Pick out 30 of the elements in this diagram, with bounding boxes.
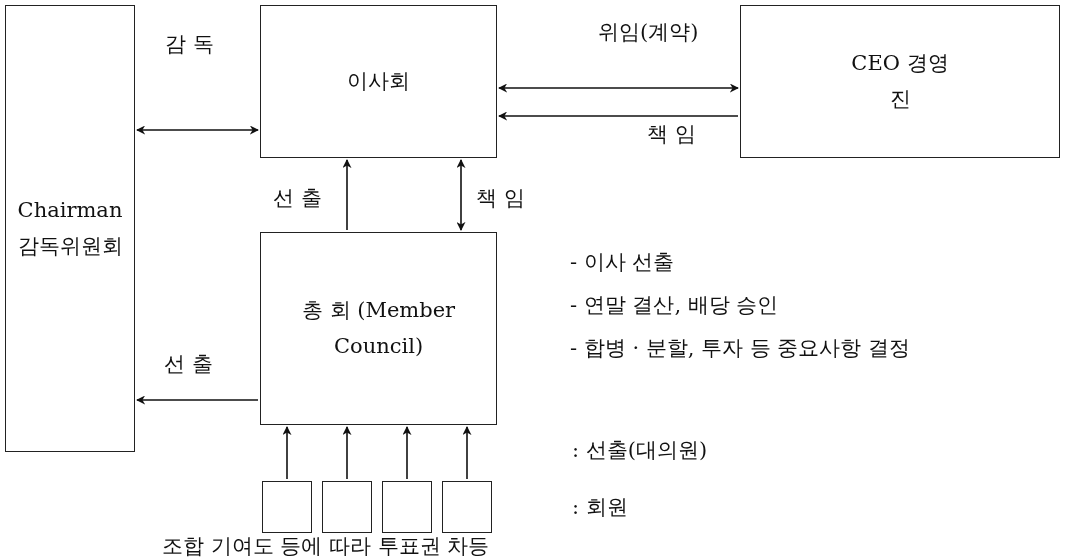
edge-label: 선 출 [273, 186, 322, 212]
caption-text: 조합 기여도 등에 따라 투표권 차등 [162, 534, 490, 558]
edge-label: 위임(계약) [598, 20, 699, 46]
note-text: : 선출(대의원) [572, 438, 708, 464]
arrow [498, 111, 739, 121]
arrow [498, 83, 739, 93]
arrow [456, 159, 466, 231]
member-box [382, 481, 432, 533]
arrow [342, 159, 352, 231]
note-text: - 이사 선출 [570, 250, 675, 276]
edge-label: 선 출 [164, 352, 213, 378]
committee-box: Chairman 감독위원회 [5, 5, 135, 452]
member-box [322, 481, 372, 533]
note-text: - 합병 · 분할, 투자 등 중요사항 결정 [570, 336, 911, 362]
edge-label: 책 임 [476, 186, 525, 212]
arrow [462, 426, 472, 480]
edge-label: 책 임 [647, 122, 696, 148]
arrow [282, 426, 292, 480]
member-box [442, 481, 492, 533]
ceo-box: CEO 경영진 [740, 5, 1060, 158]
edge-label: 감 독 [165, 32, 214, 58]
arrow [136, 395, 259, 405]
member-box [262, 481, 312, 533]
arrow [402, 426, 412, 480]
note-text: : 회원 [572, 495, 628, 521]
arrow [342, 426, 352, 480]
arrow [136, 125, 259, 135]
note-text: - 연말 결산, 배당 승인 [570, 293, 779, 319]
board-box: 이사회 [260, 5, 497, 158]
council-box: 총 회 (Member Council) [260, 232, 497, 425]
